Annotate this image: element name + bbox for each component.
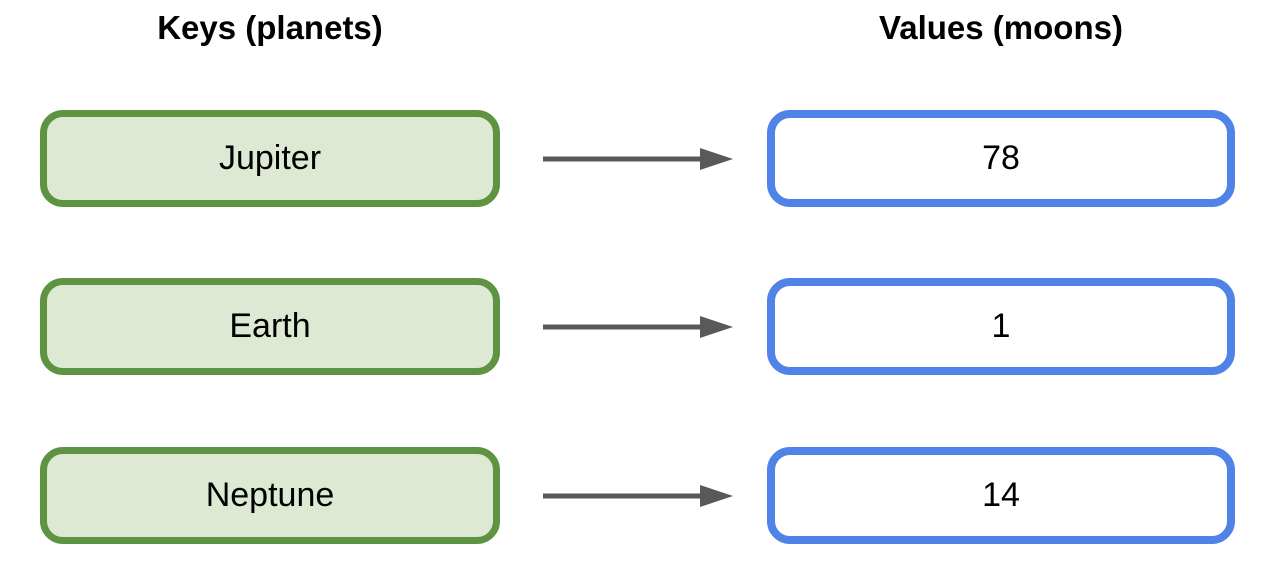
arrow-icon	[543, 483, 733, 509]
value-box-jupiter: 78	[767, 110, 1235, 207]
mapping-row: Jupiter 78	[0, 110, 1288, 207]
keys-column-header: Keys (planets)	[157, 9, 383, 46]
mapping-row: Earth 1	[0, 278, 1288, 375]
value-box-earth: 1	[767, 278, 1235, 375]
arrow-icon	[543, 314, 733, 340]
value-box-neptune: 14	[767, 447, 1235, 544]
values-column-header: Values (moons)	[879, 9, 1123, 46]
arrow-icon	[543, 146, 733, 172]
key-box-earth: Earth	[40, 278, 500, 375]
key-box-jupiter: Jupiter	[40, 110, 500, 207]
key-box-neptune: Neptune	[40, 447, 500, 544]
mapping-row: Neptune 14	[0, 447, 1288, 544]
